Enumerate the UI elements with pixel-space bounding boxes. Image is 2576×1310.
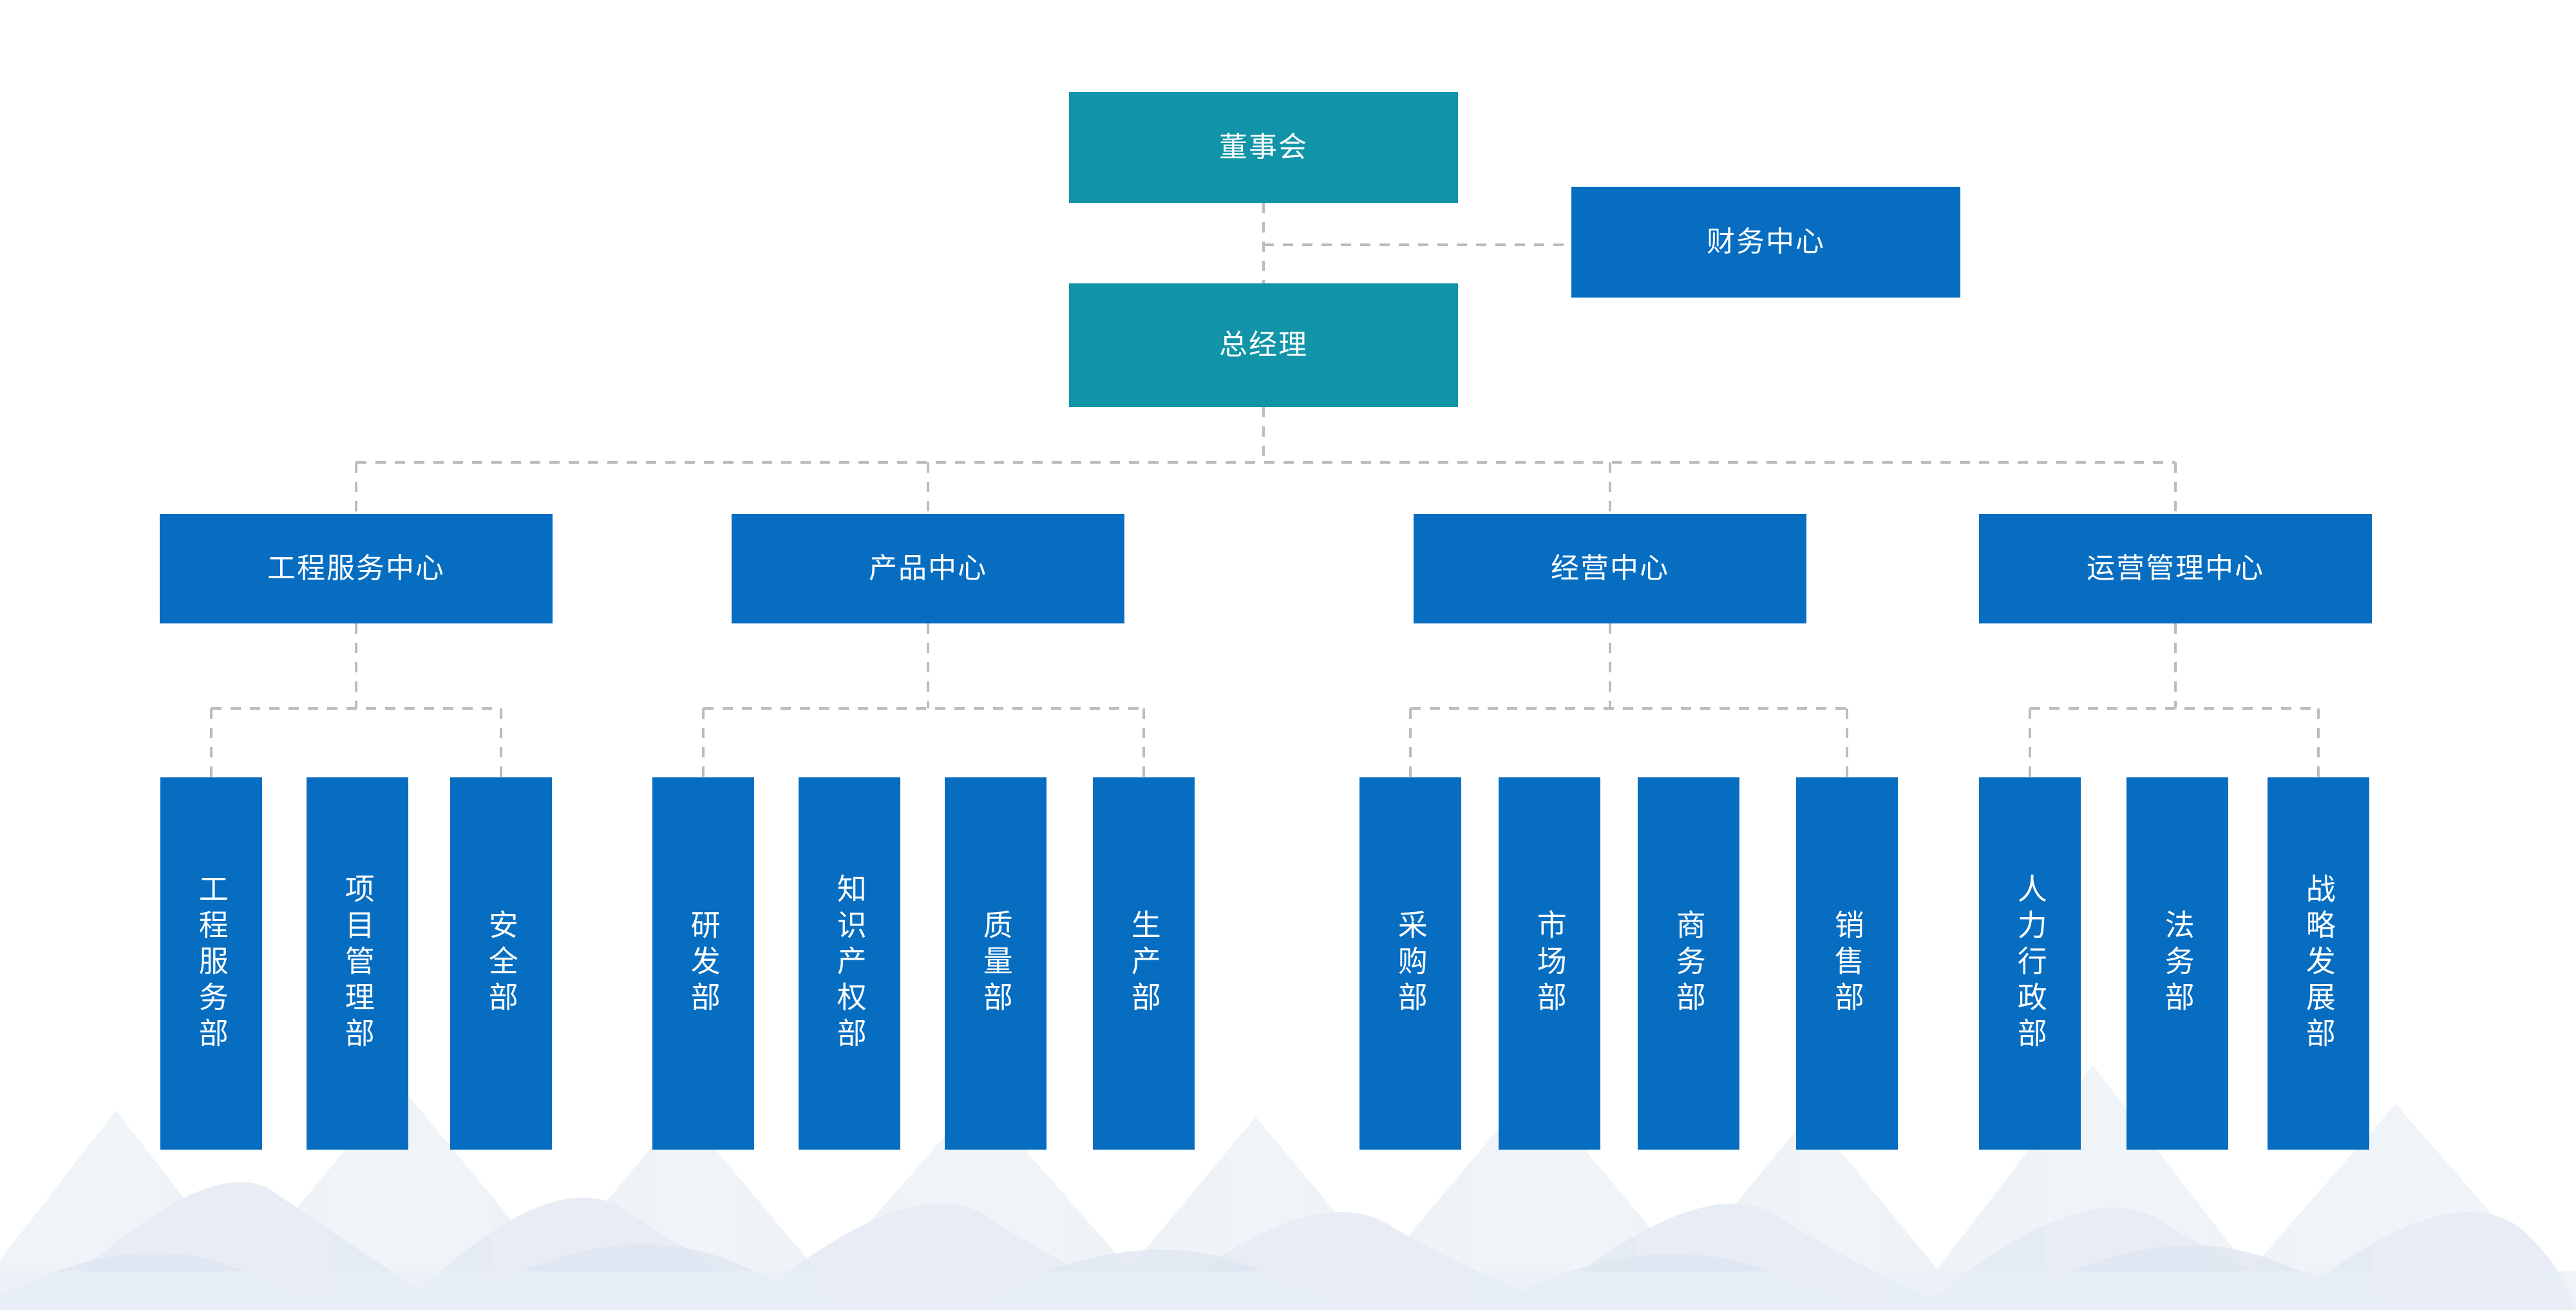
node-dept-procurement[interactable]: 采购部 [1359, 777, 1461, 1150]
node-dept-project-management[interactable]: 项目管理部 [307, 777, 408, 1150]
mountain-layer-mid [39, 1182, 2576, 1310]
node-dept-label: 项目管理部 [341, 873, 375, 1054]
node-center-label: 经营中心 [1551, 553, 1669, 585]
node-dept-label: 市场部 [1533, 909, 1567, 1018]
node-dept-label: 质量部 [979, 909, 1013, 1018]
node-dept-label: 采购部 [1394, 909, 1428, 1018]
node-center-engineering-service[interactable]: 工程服务中心 [160, 514, 553, 623]
node-dept-safety[interactable]: 安全部 [450, 777, 552, 1150]
node-dept-label: 商务部 [1672, 909, 1706, 1018]
node-board[interactable]: 董事会 [1069, 92, 1458, 203]
node-dept-sales[interactable]: 销售部 [1796, 777, 1898, 1150]
node-dept-label: 销售部 [1830, 909, 1864, 1018]
node-dept-research-development[interactable]: 研发部 [652, 777, 754, 1150]
node-dept-production[interactable]: 生产部 [1093, 777, 1195, 1150]
node-finance-center-label: 财务中心 [1707, 226, 1825, 258]
node-dept-engineering-service[interactable]: 工程服务部 [160, 777, 262, 1150]
node-dept-commerce[interactable]: 商务部 [1638, 777, 1739, 1150]
node-dept-label: 法务部 [2161, 909, 2195, 1018]
node-center-label: 工程服务中心 [267, 553, 445, 585]
node-center-product[interactable]: 产品中心 [732, 514, 1124, 623]
node-center-label: 产品中心 [869, 553, 987, 585]
node-dept-label: 人力行政部 [2013, 873, 2047, 1054]
node-center-operations-management[interactable]: 运营管理中心 [1979, 514, 2372, 623]
node-dept-label: 研发部 [687, 909, 721, 1018]
node-general-manager[interactable]: 总经理 [1069, 283, 1458, 407]
node-dept-strategy-development[interactable]: 战略发展部 [2268, 777, 2369, 1150]
node-dept-label: 生产部 [1127, 909, 1161, 1018]
node-center-label: 运营管理中心 [2087, 553, 2264, 585]
node-dept-label: 工程服务部 [194, 873, 229, 1054]
node-dept-label: 安全部 [484, 909, 518, 1018]
node-dept-intellectual-property[interactable]: 知识产权部 [799, 777, 900, 1150]
node-board-label: 董事会 [1219, 131, 1308, 164]
node-finance-center[interactable]: 财务中心 [1571, 187, 1960, 298]
mountain-layer-front [0, 1244, 2473, 1310]
node-dept-quality[interactable]: 质量部 [945, 777, 1046, 1150]
node-center-business[interactable]: 经营中心 [1414, 514, 1806, 623]
node-dept-human-resources-admin[interactable]: 人力行政部 [1979, 777, 2081, 1150]
node-dept-marketing[interactable]: 市场部 [1499, 777, 1600, 1150]
node-dept-label: 战略发展部 [2302, 873, 2336, 1054]
mountain-base-band [0, 1271, 2576, 1310]
node-dept-legal[interactable]: 法务部 [2126, 777, 2228, 1150]
node-general-manager-label: 总经理 [1219, 329, 1308, 361]
node-dept-label: 知识产权部 [833, 873, 867, 1054]
